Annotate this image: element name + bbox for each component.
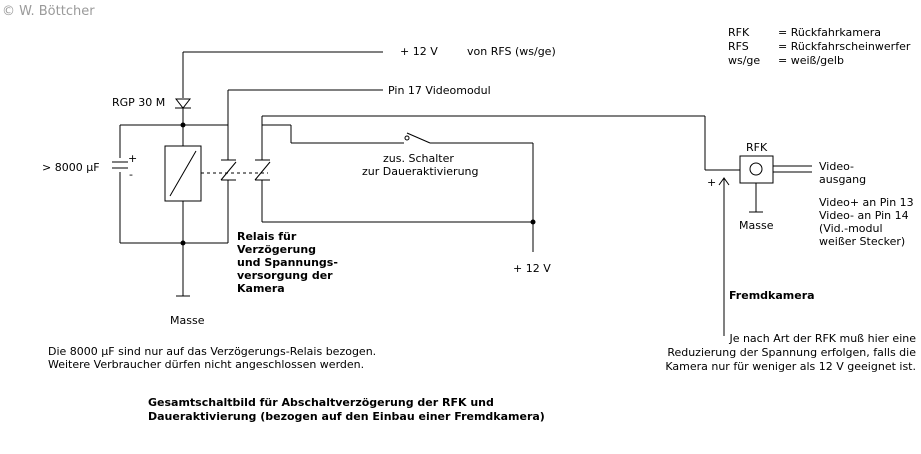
supply-top-wire: + 12 V von RFS (ws/ge) xyxy=(182,45,556,98)
legend-abbr-wsge: ws/ge xyxy=(728,54,760,67)
ground-right-label: Masse xyxy=(739,219,774,232)
svg-text:Relais für: Relais für xyxy=(237,230,297,243)
svg-text:Gesamtschaltbild für Abschaltv: Gesamtschaltbild für Abschaltverzögerung… xyxy=(148,396,494,409)
rfk-camera: RFK Masse + xyxy=(707,141,812,232)
pin17-label: Pin 17 Videomodul xyxy=(388,84,491,97)
svg-text:Daueraktivierung (bezogen auf: Daueraktivierung (bezogen auf den Einbau… xyxy=(148,410,545,423)
extra-switch: zus. Schalter zur Daueraktivierung xyxy=(362,132,479,178)
caption: Gesamtschaltbild für Abschaltverzögerung… xyxy=(148,396,545,423)
svg-text:Je nach Art der RFK muß hier e: Je nach Art der RFK muß hier eine xyxy=(728,332,916,345)
svg-text:und Spannungs-: und Spannungs- xyxy=(237,256,338,269)
svg-text:Reduzierung der Spannung erfol: Reduzierung der Spannung erfolgen, falls… xyxy=(667,346,916,359)
relay-label: Relais für Verzögerung und Spannungs- ve… xyxy=(237,230,338,295)
rfk-label: RFK xyxy=(746,141,768,154)
capacitor-relay-loop xyxy=(119,122,229,296)
capacitor-plus: + xyxy=(128,152,137,165)
ground-left-label: Masse xyxy=(170,314,205,327)
legend: RFK = Rückfahrkamera RFS = Rückfahrschei… xyxy=(728,26,911,67)
supply-top-source: von RFS (ws/ge) xyxy=(467,45,556,58)
fremdkamera-label: Fremdkamera xyxy=(729,289,815,302)
note-right: Je nach Art der RFK muß hier eine Reduzi… xyxy=(665,332,916,373)
legend-abbr-rfs: RFS xyxy=(728,40,749,53)
legend-def-wsge: = weiß/gelb xyxy=(778,54,844,67)
switch-label-line1: zus. Schalter xyxy=(383,152,454,165)
svg-text:Kamera: Kamera xyxy=(237,282,285,295)
video-output-labels: Video- ausgang Video+ an Pin 13 Video- a… xyxy=(819,160,914,248)
svg-text:Video-: Video- xyxy=(819,160,854,173)
legend-abbr-rfk: RFK xyxy=(728,26,750,39)
legend-def-rfs: = Rückfahrscheinwerfer xyxy=(778,40,911,53)
svg-text:weißer Stecker): weißer Stecker) xyxy=(819,235,905,248)
svg-text:versorgung der: versorgung der xyxy=(237,269,333,282)
note-left: Die 8000 µF sind nur auf das Verzögerung… xyxy=(48,345,376,371)
diode: RGP 30 M xyxy=(112,96,192,125)
svg-text:Kamera nur für weniger als 12: Kamera nur für weniger als 12 V geeignet… xyxy=(665,360,916,373)
capacitor-minus: - xyxy=(129,168,133,181)
svg-text:Video- an Pin 14: Video- an Pin 14 xyxy=(819,209,909,222)
plus-sign: + xyxy=(707,176,716,189)
supply-bottom-voltage: + 12 V xyxy=(513,262,551,275)
watermark: © W. Böttcher xyxy=(2,4,95,19)
svg-text:Video+ an Pin 13: Video+ an Pin 13 xyxy=(819,196,914,209)
svg-text:Die 8000 µF sind nur auf das V: Die 8000 µF sind nur auf das Verzögerung… xyxy=(48,345,376,358)
supply-top-voltage: + 12 V xyxy=(400,45,438,58)
pin17-wire: Pin 17 Videomodul xyxy=(227,84,491,160)
arrow-up-icon xyxy=(718,177,730,336)
svg-text:ausgang: ausgang xyxy=(819,173,866,186)
ground-left: Masse xyxy=(170,295,205,327)
relay-coil xyxy=(164,145,268,202)
capacitor-value: > 8000 µF xyxy=(42,161,100,174)
diode-label: RGP 30 M xyxy=(112,96,165,109)
svg-text:Weitere Verbraucher dürfen nic: Weitere Verbraucher dürfen nicht angesch… xyxy=(48,358,364,371)
capacitor: + - > 8000 µF xyxy=(42,152,137,181)
switch-label-line2: zur Daueraktivierung xyxy=(362,165,479,178)
svg-text:(Vid.-modul: (Vid.-modul xyxy=(819,222,883,235)
svg-text:Verzögerung: Verzögerung xyxy=(237,243,316,256)
relay-output-wiring xyxy=(261,115,740,252)
relay-contacts xyxy=(220,159,271,181)
legend-def-rfk: = Rückfahrkamera xyxy=(778,26,881,39)
